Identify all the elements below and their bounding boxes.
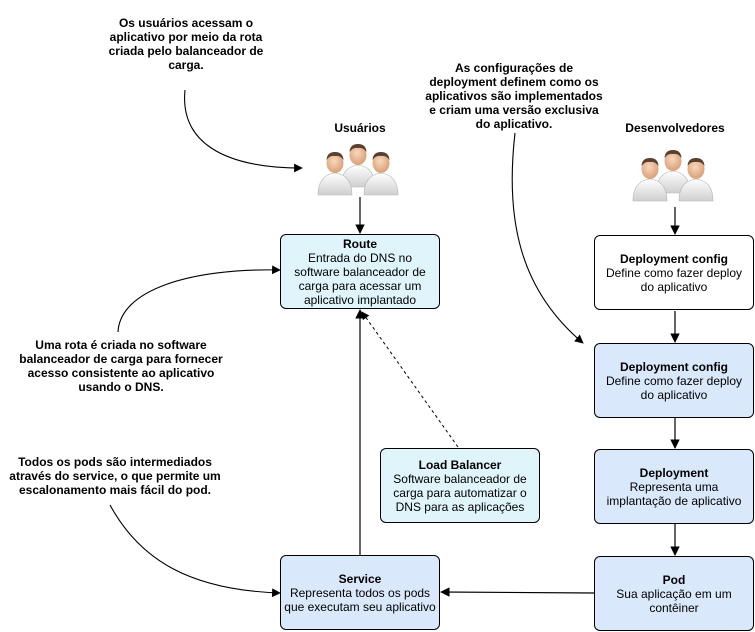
service-description: Representa todos os pods que executam se…: [284, 585, 436, 614]
deployment-node[interactable]: Deployment Representa uma implantação de…: [594, 449, 754, 524]
route-description: Entrada do DNS no software balanceador d…: [294, 250, 426, 307]
curve-users-note: [184, 89, 303, 173]
arrow-pod-to-service: [440, 587, 595, 597]
deployment-config-2-description: Define como fazer deploy do aplicativo: [605, 373, 743, 402]
pod-node[interactable]: Pod Sua aplicação em um contêiner: [594, 556, 754, 631]
deployment-config-node-1[interactable]: Deployment config Define como fazer depl…: [594, 235, 754, 310]
pod-description: Sua aplicação em um contêiner: [616, 586, 732, 615]
service-node[interactable]: Service Representa todos os pods que exe…: [280, 555, 440, 630]
users-group-icon: [317, 143, 399, 196]
deployment-config-1-description: Define como fazer deploy do aplicativo: [605, 265, 743, 294]
route-node[interactable]: Route Entrada do DNS no software balance…: [280, 234, 440, 309]
developers-label: Desenvolvedores: [625, 121, 725, 135]
deployment-description: Representa uma implantação de aplicativo: [606, 479, 742, 508]
users-label: Usuários: [334, 121, 386, 135]
note-route-created: Uma rota é criada no software balanceado…: [19, 338, 223, 394]
deployment-config-node-2[interactable]: Deployment config Define como fazer depl…: [594, 343, 754, 418]
load-balancer-title: Load Balancer: [418, 457, 502, 472]
load-balancer-description: Software balanceador de carga para autom…: [393, 471, 527, 514]
route-title: Route: [343, 236, 377, 251]
load-balancer-node[interactable]: Load Balancer Software balanceador de ca…: [380, 448, 540, 523]
arrow-load-balancer-to-route: [361, 311, 459, 448]
developers-group-icon: [632, 149, 714, 202]
note-pods-intermediated: Todos os pods são intermediados através …: [9, 455, 221, 497]
deployment-config-1-title: Deployment config: [619, 251, 728, 266]
deployment-title: Deployment: [639, 465, 709, 480]
deployment-config-2-title: Deployment config: [619, 359, 728, 374]
note-users-access: Os usuários acessam o aplicativo por mei…: [108, 16, 264, 72]
curve-service-note: [109, 504, 281, 598]
pod-title: Pod: [662, 572, 686, 587]
note-deployment-configs: As configurações de deployment definem c…: [425, 61, 603, 131]
curve-route-note: [117, 265, 281, 333]
service-title: Service: [338, 571, 382, 586]
curve-deployment-note: [511, 132, 584, 344]
